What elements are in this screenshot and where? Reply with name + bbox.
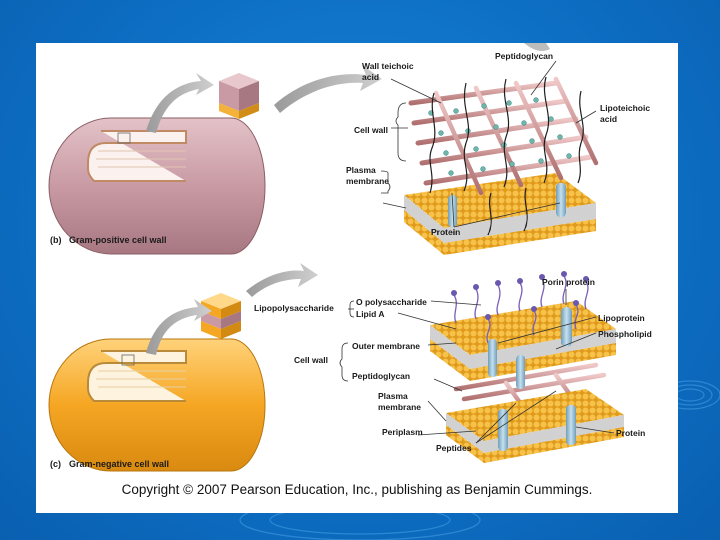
zoom-arrow-icon bbox=[146, 73, 214, 133]
gram-negative-wall-block bbox=[430, 271, 624, 463]
caption-gram-positive: Gram-positive cell wall bbox=[69, 235, 167, 245]
gram-positive-wall-block bbox=[404, 76, 599, 255]
label-lipoteichoic-acid-2: acid bbox=[600, 114, 617, 124]
label-plasma-membrane-gn: Plasma bbox=[378, 391, 408, 401]
label-lipoprotein: Lipoprotein bbox=[598, 313, 645, 323]
label-cell-wall-gn: Cell wall bbox=[294, 355, 328, 365]
label-phospholipid: Phospholipid bbox=[598, 329, 652, 339]
protein-icon bbox=[566, 405, 576, 445]
zoom-arrow-icon bbox=[246, 263, 318, 297]
porin-protein-icon bbox=[561, 307, 572, 347]
caption-letter-c: (c) bbox=[50, 459, 61, 469]
gram-positive-cell bbox=[48, 117, 266, 255]
gram-positive-leader-lines bbox=[380, 60, 597, 228]
label-protein-gn: Protein bbox=[616, 428, 645, 438]
label-peptidoglycan: Peptidoglycan bbox=[495, 51, 553, 61]
label-porin-protein: Porin protein bbox=[542, 277, 595, 287]
label-wall-teichoic-acid: Wall teichoic bbox=[362, 61, 414, 71]
arrow-tip-icon bbox=[524, 43, 550, 51]
protein-icon bbox=[556, 183, 566, 217]
label-wall-teichoic-acid-2: acid bbox=[362, 72, 379, 82]
cutout-box-icon bbox=[121, 354, 135, 366]
label-lipoteichoic-acid: Lipoteichoic bbox=[600, 103, 650, 113]
label-periplasm: Periplasm bbox=[382, 427, 423, 437]
zoom-arrow-icon bbox=[146, 299, 212, 355]
zoom-arrow-icon bbox=[274, 65, 382, 113]
figure-panel: Peptidoglycan Wall teichoic acid Lipotei… bbox=[36, 43, 678, 513]
label-plasma-membrane-2: membrane bbox=[346, 176, 389, 186]
label-outer-membrane: Outer membrane bbox=[352, 341, 420, 351]
label-plasma-membrane: Plasma bbox=[346, 165, 376, 175]
protein-icon bbox=[516, 355, 525, 389]
label-lipid-a: Lipid A bbox=[356, 309, 384, 319]
label-lipopolysaccharide: Lipopolysaccharide bbox=[254, 303, 334, 313]
protein-icon bbox=[448, 195, 457, 227]
label-o-polysaccharide: O polysaccharide bbox=[356, 297, 427, 307]
gram-negative-cube bbox=[201, 293, 241, 339]
label-peptides: Peptides bbox=[436, 443, 472, 453]
label-plasma-membrane-gn-2: membrane bbox=[378, 402, 421, 412]
lipoprotein-icon bbox=[488, 339, 497, 377]
caption-letter-b: (b) bbox=[50, 235, 62, 245]
protein-icon bbox=[498, 409, 508, 451]
caption-gram-negative: Gram-negative cell wall bbox=[69, 459, 169, 469]
gram-negative-leader-lines bbox=[339, 289, 615, 444]
cell-wall-diagram: Peptidoglycan Wall teichoic acid Lipotei… bbox=[48, 43, 652, 472]
label-protein: Protein bbox=[431, 227, 460, 237]
cutout-box-icon bbox=[117, 132, 131, 144]
label-peptidoglycan-gn: Peptidoglycan bbox=[352, 371, 410, 381]
gram-positive-cube bbox=[219, 73, 259, 119]
gram-negative-cell bbox=[48, 338, 266, 472]
copyright-notice: Copyright © 2007 Pearson Education, Inc.… bbox=[121, 482, 593, 497]
label-cell-wall: Cell wall bbox=[354, 125, 388, 135]
